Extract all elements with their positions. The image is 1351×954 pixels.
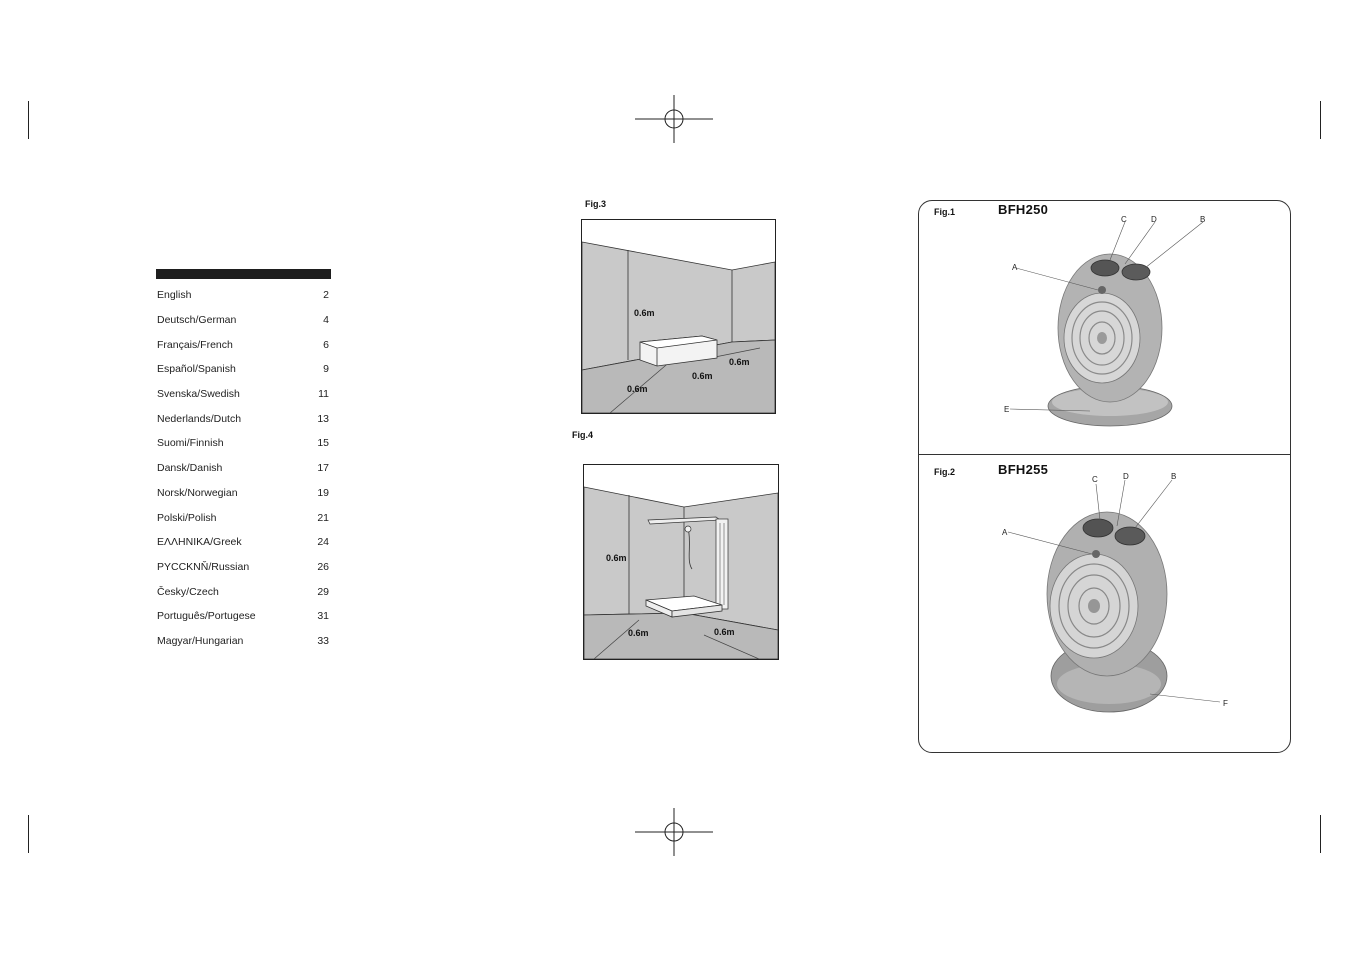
toc-header-bar [156, 269, 331, 279]
fig2-label: Fig.2 [934, 467, 956, 477]
toc-entry[interactable]: ΕΛΛΗΝΙΚΑ/Greek 24 [157, 530, 329, 555]
fig1-callout-e: E [1004, 405, 1009, 414]
toc-language: Česky/Czech [157, 585, 219, 598]
toc-language: Norsk/Norwegian [157, 486, 238, 499]
toc-page-number: 6 [323, 338, 329, 351]
fig3-distance-wall: 0.6m [634, 308, 655, 318]
toc-language: English [157, 289, 192, 302]
toc-page-number: 13 [317, 412, 329, 425]
crop-mark-bottom-right [1320, 815, 1321, 853]
toc-entry[interactable]: Español/Spanish 9 [157, 357, 329, 382]
fig2-heater-illustration: C D B A F [1002, 472, 1228, 713]
fig4-label: Fig.4 [572, 430, 594, 440]
toc-page-number: 9 [323, 363, 329, 376]
toc-entry[interactable]: Magyar/Hungarian 33 [157, 629, 329, 654]
toc-language: Nederlands/Dutch [157, 412, 242, 425]
toc-language: Español/Spanish [157, 363, 236, 376]
heater-figures-panel [918, 200, 1291, 753]
toc-language: Magyar/Hungarian [157, 634, 244, 647]
toc-entry[interactable]: Português/Portugese 31 [157, 604, 329, 629]
toc-entry[interactable]: Svenska/Swedish 11 [157, 382, 329, 407]
toc-page-number: 2 [323, 289, 329, 302]
toc-entry[interactable]: English 2 [157, 283, 329, 308]
fig1-heater-illustration: C D B A E [1004, 215, 1205, 427]
toc-entry[interactable]: Polski/Polish 21 [157, 505, 329, 530]
toc-page-number: 17 [317, 462, 329, 475]
fig4-distance-right: 0.6m [714, 627, 735, 637]
fig3-distance-left: 0.6m [627, 384, 648, 394]
fig2-callout-b: B [1171, 472, 1176, 481]
crop-mark-top-right [1320, 101, 1321, 139]
toc-entry[interactable]: Česky/Czech 29 [157, 579, 329, 604]
toc-language: Svenska/Swedish [157, 388, 240, 401]
fig1-callout-c: C [1121, 215, 1127, 224]
toc-entry[interactable]: Norsk/Norwegian 19 [157, 481, 329, 506]
toc-language: ΕΛΛΗΝΙΚΑ/Greek [157, 536, 242, 549]
toc-language: Dansk/Danish [157, 462, 223, 475]
fig3-bathtub-diagram: 0.6m 0.6m 0.6m 0.6m [581, 219, 776, 414]
fig1-label: Fig.1 [934, 207, 956, 217]
toc-entry[interactable]: Dansk/Danish 17 [157, 456, 329, 481]
fig3-label: Fig.3 [585, 199, 607, 209]
fig2-callout-d: D [1123, 472, 1129, 481]
fig3-distance-right: 0.6m [729, 357, 750, 367]
fig4-distance-wall: 0.6m [606, 553, 627, 563]
fig2-callout-f: F [1223, 699, 1228, 708]
fig4-shower-diagram: 0.6m 0.6m 0.6m [583, 464, 779, 660]
fig1-callout-d: D [1151, 215, 1157, 224]
toc-language: Suomi/Finnish [157, 437, 224, 450]
fig1-callout-b: B [1200, 215, 1205, 224]
toc-entry[interactable]: Suomi/Finnish 15 [157, 431, 329, 456]
fig3-distance-front: 0.6m [692, 371, 713, 381]
crop-mark-top-left [28, 101, 29, 139]
toc-language: Deutsch/German [157, 314, 237, 327]
toc-entry[interactable]: Deutsch/German 4 [157, 308, 329, 333]
fig2-callout-c: C [1092, 475, 1098, 484]
fig1-callout-a: A [1012, 263, 1018, 272]
toc-language: PYCCKNŇ/Russian [157, 560, 250, 573]
toc-page-number: 19 [317, 486, 329, 499]
toc-page-number: 24 [317, 536, 329, 549]
toc-page-number: 4 [323, 314, 329, 327]
registration-mark-top [635, 95, 713, 143]
toc-page-number: 29 [317, 585, 329, 598]
toc-page-number: 11 [318, 388, 329, 401]
toc-language: Français/French [157, 338, 233, 351]
toc-page-number: 21 [317, 511, 329, 524]
toc-page-number: 26 [317, 560, 329, 573]
fig2-callout-a: A [1002, 528, 1008, 537]
toc-page-number: 31 [317, 610, 329, 623]
fig1-model: BFH250 [998, 202, 1049, 217]
fig2-model: BFH255 [998, 462, 1049, 477]
fig4-distance-left: 0.6m [628, 628, 649, 638]
toc-page-number: 33 [317, 634, 329, 647]
registration-mark-bottom [635, 808, 713, 856]
toc-page-number: 15 [317, 437, 329, 450]
toc-entry[interactable]: Français/French 6 [157, 332, 329, 357]
toc-entry[interactable]: Nederlands/Dutch 13 [157, 406, 329, 431]
crop-mark-bottom-left [28, 815, 29, 853]
toc-entry[interactable]: PYCCKNŇ/Russian 26 [157, 555, 329, 580]
toc-language: Português/Portugese [157, 610, 256, 623]
panel-divider [918, 454, 1290, 455]
toc-language: Polski/Polish [157, 511, 217, 524]
